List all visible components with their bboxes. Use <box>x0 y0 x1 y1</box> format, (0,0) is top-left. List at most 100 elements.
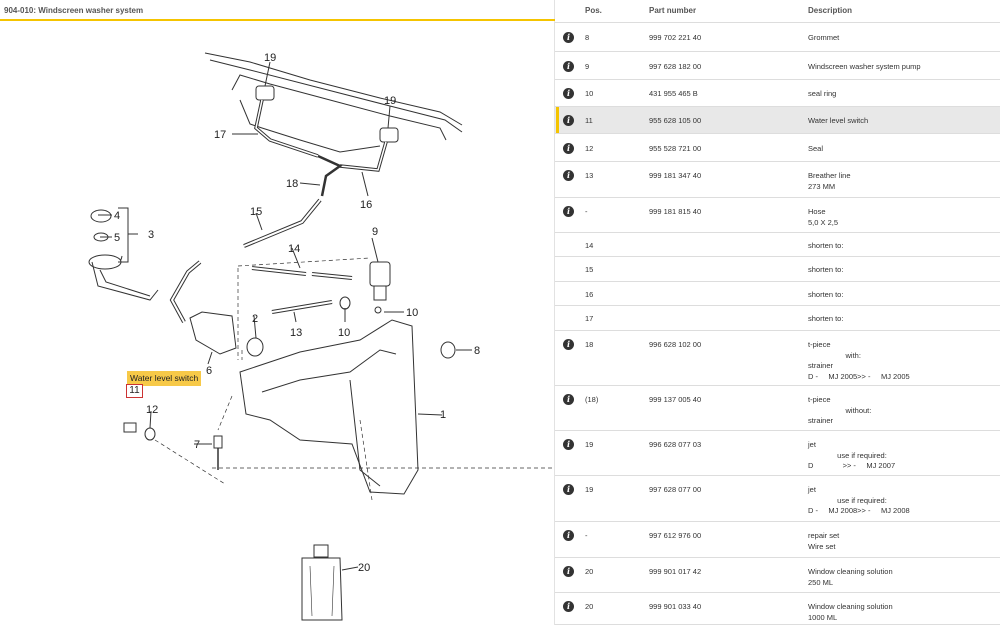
row-part-number: 997 628 077 00 <box>649 485 702 494</box>
row-pos: - <box>585 207 588 216</box>
info-icon[interactable]: i <box>563 601 574 612</box>
row-description: shorten to: <box>808 314 844 323</box>
exploded-parts-diagram[interactable]: 19 19 17 18 16 15 4 5 3 14 9 10 2 13 10 … <box>0 21 555 625</box>
row-part-number: 999 181 815 40 <box>649 207 702 216</box>
title-divider <box>0 19 555 21</box>
info-icon[interactable]: i <box>563 394 574 405</box>
row-pos: 15 <box>585 265 594 274</box>
table-row[interactable]: i - 997 612 976 00 repair set Wire set <box>555 522 1000 558</box>
info-icon[interactable]: i <box>563 115 574 126</box>
table-row[interactable]: i 19 996 628 077 03 jet use if required: D … <box>555 431 1000 476</box>
row-pos: 19 <box>585 485 594 494</box>
table-row[interactable]: 17 shorten to: <box>555 306 1000 331</box>
info-icon[interactable]: i <box>563 206 574 217</box>
row-pos: 13 <box>585 171 594 180</box>
row-pos: 20 <box>585 567 594 576</box>
row-part-number: 997 612 976 00 <box>649 531 702 540</box>
row-description: jet use if required: D >> - MJ 2007 <box>808 440 896 470</box>
callout-18: 18 <box>286 178 298 190</box>
table-row[interactable]: i 10 431 955 465 B seal ring <box>555 80 1000 107</box>
info-icon[interactable]: i <box>563 484 574 495</box>
info-icon[interactable]: i <box>563 88 574 99</box>
callout-14: 14 <box>288 243 300 255</box>
callout-2: 2 <box>252 313 258 325</box>
table-row[interactable]: 15 shorten to: <box>555 257 1000 282</box>
callout-16: 16 <box>360 199 372 211</box>
callout-17: 17 <box>214 129 226 141</box>
info-icon[interactable]: i <box>563 32 574 43</box>
row-description: shorten to: <box>808 241 844 250</box>
table-row[interactable]: i 19 997 628 077 00 jet use if required: D … <box>555 476 1000 522</box>
table-row[interactable]: 14 shorten to: <box>555 233 1000 257</box>
row-part-number: 999 901 017 42 <box>649 567 702 576</box>
row-part-number: 997 628 182 00 <box>649 62 702 71</box>
row-part-number: 999 901 033 40 <box>649 602 702 611</box>
row-part-number: 431 955 465 B <box>649 89 698 98</box>
row-part-number: 999 137 005 40 <box>649 395 702 404</box>
row-part-number: 996 628 102 00 <box>649 340 702 349</box>
row-pos: 20 <box>585 602 594 611</box>
info-icon[interactable]: i <box>563 170 574 181</box>
table-header: Pos. Part number Description <box>555 0 1000 23</box>
row-pos: 14 <box>585 241 594 250</box>
row-pos: 18 <box>585 340 594 349</box>
row-description: t-piece with: strainer D - MJ 2005>> - M… <box>808 340 910 381</box>
row-description: Seal <box>808 144 824 153</box>
info-icon[interactable]: i <box>563 143 574 154</box>
row-pos: 19 <box>585 440 594 449</box>
hover-tooltip: Water level switch <box>127 371 202 386</box>
callout-10-right: 10 <box>406 307 418 319</box>
row-part-number: 996 628 077 03 <box>649 440 702 449</box>
row-part-number: 999 702 221 40 <box>649 33 702 42</box>
row-part-number: 955 628 105 00 <box>649 116 702 125</box>
row-pos: - <box>585 531 588 540</box>
header-part-number: Part number <box>649 6 697 15</box>
row-description: t-piece without: strainer <box>808 395 872 425</box>
row-pos: 10 <box>585 89 594 98</box>
callout-9: 9 <box>372 226 378 238</box>
callout-15: 15 <box>250 206 262 218</box>
highlighted-callout-11[interactable]: 11 <box>126 384 143 398</box>
row-description: shorten to: <box>808 265 844 274</box>
info-icon[interactable]: i <box>563 339 574 350</box>
callout-10-left: 10 <box>338 327 350 339</box>
callout-1: 1 <box>440 409 446 421</box>
row-description: shorten to: <box>808 290 844 299</box>
info-icon[interactable]: i <box>563 566 574 577</box>
row-pos: 17 <box>585 314 594 323</box>
row-pos: (18) <box>585 395 599 404</box>
row-description: jet use if required: D - MJ 2008>> - MJ … <box>808 485 910 515</box>
callout-12: 12 <box>146 404 158 416</box>
header-description: Description <box>808 6 853 15</box>
row-description: Window cleaning solution 250 ML <box>808 567 893 587</box>
row-description: Windscreen washer system pump <box>808 62 921 71</box>
table-row[interactable]: i 18 996 628 102 00 t-piece with: strainer … <box>555 331 1000 386</box>
callout-4: 4 <box>114 210 120 222</box>
callout-6: 6 <box>206 365 212 377</box>
row-description: Grommet <box>808 33 840 42</box>
table-row[interactable]: i 20 999 901 017 42 Window cleaning solutio… <box>555 558 1000 593</box>
row-description: repair set Wire set <box>808 531 840 551</box>
callout-19-left: 19 <box>264 52 276 64</box>
row-pos: 11 <box>585 116 593 125</box>
table-row[interactable]: i (18) 999 137 005 40 t-piece without: stra… <box>555 386 1000 431</box>
callout-3: 3 <box>148 229 154 241</box>
info-icon[interactable]: i <box>563 439 574 450</box>
info-icon[interactable]: i <box>563 530 574 541</box>
diagram-panel: 904-010: Windscreen washer system <box>0 0 555 625</box>
callout-8: 8 <box>474 345 480 357</box>
callout-19-right: 19 <box>384 95 396 107</box>
row-description: seal ring <box>808 89 837 98</box>
header-pos: Pos. <box>585 6 602 15</box>
info-icon[interactable]: i <box>563 61 574 72</box>
